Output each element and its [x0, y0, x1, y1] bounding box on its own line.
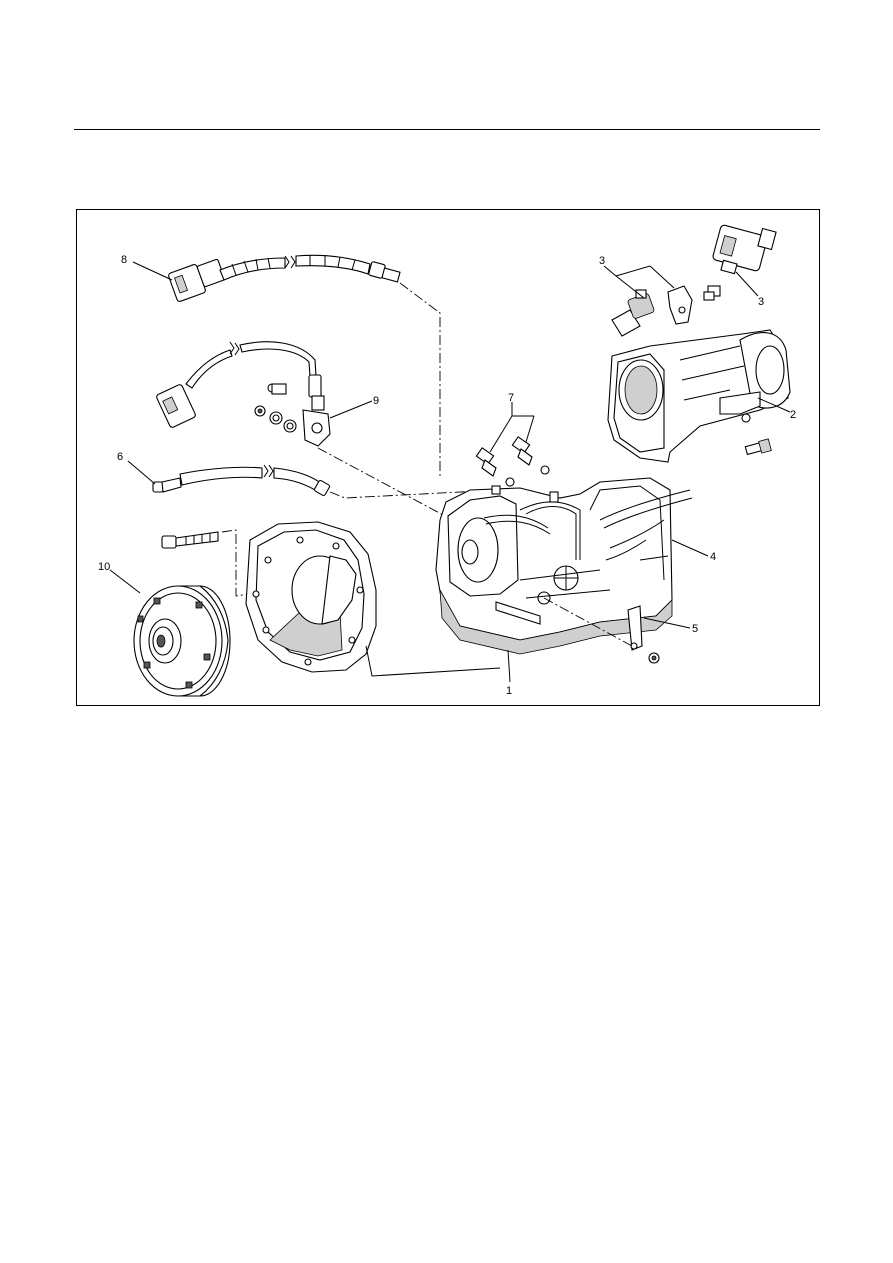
callout-3-left: 3: [599, 255, 605, 267]
figure-frame: [76, 209, 820, 706]
callout-5: 5: [692, 623, 698, 635]
callout-2: 2: [790, 409, 796, 421]
callout-6: 6: [117, 451, 123, 463]
callout-leaders: [109, 261, 791, 683]
housing-bolt-part: [161, 531, 219, 549]
harness-connector-part: [168, 254, 401, 302]
leader-dash-8: [399, 282, 441, 478]
callout-8: 8: [121, 254, 127, 266]
extension-housing-part: [607, 329, 791, 463]
callout-4: 4: [710, 551, 716, 563]
leader-dash-9: [317, 447, 446, 517]
converter-housing-part: [245, 521, 377, 673]
header-rule: [74, 129, 820, 130]
speedometer-gear-part: [611, 224, 777, 337]
bracket-part: [627, 605, 660, 664]
callout-1: 1: [506, 685, 512, 697]
transmission-case-part: [435, 477, 693, 655]
dipstick-tube-part: [152, 464, 331, 497]
speed-sensor-part: [156, 341, 331, 447]
torque-converter-part: [133, 585, 231, 697]
callout-9: 9: [373, 395, 379, 407]
cooler-fittings-part: [475, 436, 550, 487]
callout-3-right: 3: [758, 296, 764, 308]
leader-dash-6: [329, 489, 499, 499]
leader-dash-5: [543, 597, 633, 647]
callout-labels: 8 3 3 9 2 7 6 4 10 5 1: [98, 254, 796, 697]
callout-10: 10: [98, 561, 110, 573]
callout-7: 7: [508, 392, 514, 404]
